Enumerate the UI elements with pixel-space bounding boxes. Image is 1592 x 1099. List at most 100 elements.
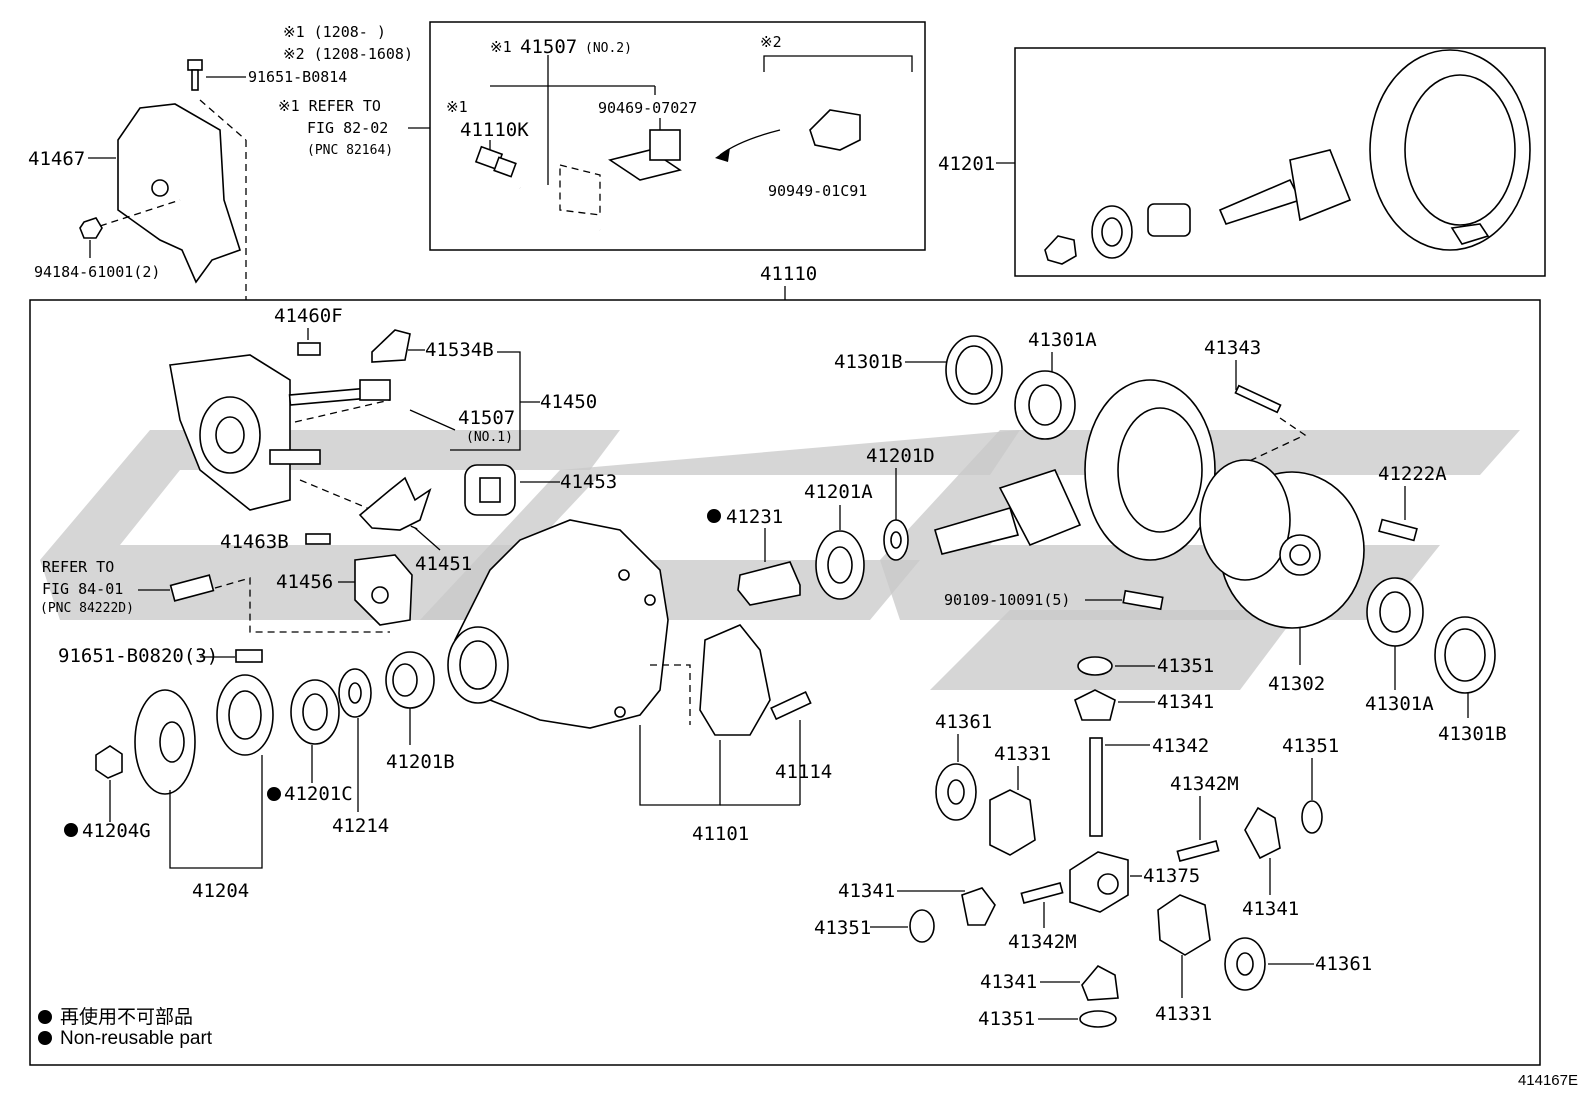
washer-41351-right (1301, 800, 1323, 834)
bolt-41463b (305, 533, 331, 545)
part-41204-label: 41204 (192, 880, 249, 902)
side-gear-41453 (464, 464, 516, 516)
part-41201c-label: 41201C (284, 783, 353, 805)
washer-41361-right (1224, 937, 1266, 991)
legend-dot-icon (38, 1010, 52, 1024)
part-41331-bottom-label: 41331 (1155, 1003, 1212, 1025)
gear-41341-a (1074, 689, 1116, 721)
part-41351-bottom-label: 41351 (978, 1008, 1035, 1030)
legend-dot-icon (38, 1031, 52, 1045)
ring-gear-set-41201 (1044, 49, 1531, 265)
part-41331-top-label: 41331 (994, 743, 1051, 765)
part-41301a-right-label: 41301A (1365, 693, 1434, 715)
carrier-housing-41101 (447, 519, 771, 736)
bolt-90109 (1122, 589, 1164, 611)
part-41201-label: 41201 (938, 153, 995, 175)
pinion-gear (934, 469, 1082, 555)
part-41453-label: 41453 (560, 471, 617, 493)
refer-note-c: (PNC 82164) (307, 143, 393, 158)
bolt-41114 (770, 691, 812, 721)
washer-41214 (338, 668, 372, 718)
part-41302-label: 41302 (1268, 673, 1325, 695)
bracket-41467 (117, 103, 241, 284)
gear-41341-bottom (1081, 964, 1119, 1001)
bearing-41201a (815, 530, 865, 600)
washer-41201d (883, 519, 909, 561)
part-41301a-left-label: 41301A (1028, 329, 1097, 351)
gear-41341-left (961, 887, 996, 926)
fork-41451 (358, 476, 432, 531)
part-41361-right-label: 41361 (1315, 953, 1372, 975)
part-91651-b0814-label: 91651-B0814 (248, 68, 347, 86)
seal-41201c (290, 679, 340, 745)
ring-gear (1084, 379, 1216, 561)
part-41351-right-label: 41351 (1282, 735, 1339, 757)
spacer-41231 (737, 561, 801, 606)
part-41467-label: 41467 (28, 148, 85, 170)
flange-41204 (95, 674, 274, 795)
part-41507-no1-label: 41507 (458, 407, 515, 429)
part-41460f-label: 41460F (274, 305, 343, 327)
clip-90469 (608, 129, 682, 181)
bearing-41201b (385, 651, 435, 709)
gear-41341-right (1244, 806, 1281, 860)
bolt-41222a (1378, 518, 1418, 542)
no1-note: (NO.1) (466, 430, 513, 445)
inset-mark-2: ※2 (760, 33, 782, 51)
bracket-41534b (371, 329, 411, 363)
legend-jp: 再使用不可部品 (38, 1002, 193, 1029)
part-41301b-right-label: 41301B (1438, 723, 1507, 745)
part-41361-left-label: 41361 (935, 711, 992, 733)
part-41463b-label: 41463B (220, 531, 289, 553)
side-gear-41331-top (989, 789, 1036, 856)
part-94184-label: 94184-61001(2) (34, 263, 160, 281)
part-41341-right-label: 41341 (1242, 898, 1299, 920)
side-gear-41331-bottom (1157, 894, 1211, 956)
part-90469-label: 90469-07027 (598, 99, 697, 117)
actuator-41450 (169, 354, 391, 511)
part-41351-left-label: 41351 (814, 917, 871, 939)
refer2-b: FIG 84-01 (42, 580, 123, 598)
pin-41343 (1234, 384, 1282, 414)
spider-41375 (1069, 851, 1129, 913)
part-41341-bottom-label: 41341 (980, 971, 1037, 993)
part-90109-label: 90109-10091(5) (944, 591, 1070, 609)
part-91651-b0820-label: 91651-B0820(3) (58, 645, 218, 667)
connector-90949 (809, 109, 861, 151)
sensor-41110k (474, 145, 517, 178)
part-41201a-label: 41201A (804, 481, 873, 503)
inset-mark-1b: ※1 (446, 98, 468, 116)
part-41456-label: 41456 (276, 571, 333, 593)
washer-41361-left (935, 763, 977, 821)
part-41507-no2-label: 41507 (520, 36, 577, 58)
legend-en: Non-reusable part (38, 1028, 212, 1050)
race-41301b-left (945, 335, 1003, 405)
part-41451-label: 41451 (415, 553, 472, 575)
note-1: ※1 (1208- ) (283, 23, 386, 41)
bearing-41301a-right (1366, 577, 1424, 647)
part-41110-label: 41110 (760, 263, 817, 285)
race-41301b-right (1434, 616, 1496, 694)
washer-41351-left (909, 909, 935, 943)
part-41204g-label: 41204G (82, 820, 151, 842)
sensor-84222d (169, 574, 215, 602)
refer2-a: REFER TO (42, 558, 114, 576)
part-41341-a-label: 41341 (1157, 691, 1214, 713)
pin-41342m-b (1020, 882, 1064, 904)
figure-code: 414167E (1517, 1072, 1578, 1089)
part-41375-label: 41375 (1143, 865, 1200, 887)
bolt-91651-b0820 (235, 649, 263, 663)
shaft-41342 (1089, 737, 1103, 837)
gear-set-inset-box (1014, 47, 1546, 277)
part-41351-a-label: 41351 (1157, 655, 1214, 677)
non-reusable-dot-41231 (707, 509, 721, 523)
bearing-41301a-left (1014, 370, 1076, 440)
part-41101-label: 41101 (692, 823, 749, 845)
part-41534b-label: 41534B (425, 339, 494, 361)
washer-41351-bottom (1079, 1010, 1117, 1028)
non-reusable-dot-41204g (64, 823, 78, 837)
part-41231-label: 41231 (726, 506, 783, 528)
non-reusable-dot-41201c (267, 787, 281, 801)
bolt-41460f (297, 342, 321, 356)
